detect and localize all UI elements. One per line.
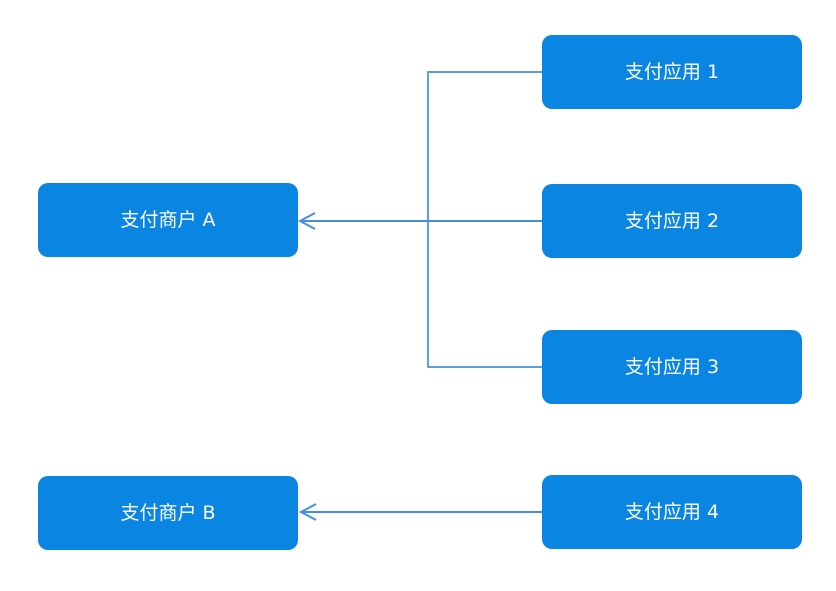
- connector-apps-1-3-trunk: [427, 71, 542, 368]
- node-payment-merchant-a: 支付商户 A: [38, 183, 298, 257]
- node-payment-app-1-label: 支付应用 1: [624, 60, 720, 83]
- node-payment-app-4-label: 支付应用 4: [624, 500, 720, 523]
- arrowhead-merchant-a-icon: [297, 212, 316, 230]
- node-payment-app-4: 支付应用 4: [542, 475, 802, 549]
- node-payment-app-2-label: 支付应用 2: [624, 209, 720, 232]
- node-payment-app-3: 支付应用 3: [542, 330, 802, 404]
- arrowhead-merchant-b-icon: [298, 503, 317, 521]
- node-payment-merchant-a-label: 支付商户 A: [120, 208, 216, 231]
- node-payment-app-1: 支付应用 1: [542, 35, 802, 109]
- node-payment-merchant-b-label: 支付商户 B: [120, 501, 216, 524]
- node-payment-app-2: 支付应用 2: [542, 184, 802, 258]
- node-payment-merchant-b: 支付商户 B: [38, 476, 298, 550]
- node-payment-app-3-label: 支付应用 3: [624, 355, 720, 378]
